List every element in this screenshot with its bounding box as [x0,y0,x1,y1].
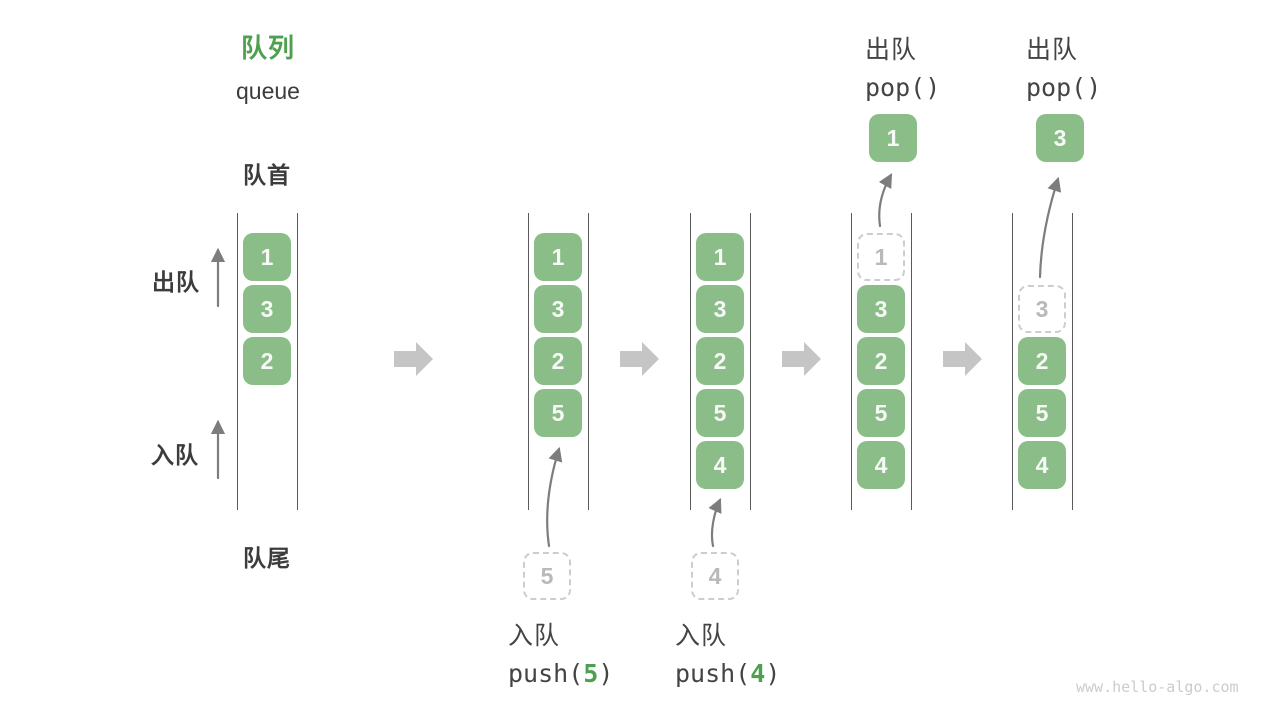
queue-rear-label: 队尾 [243,545,291,571]
queue-cell: 4 [857,441,905,489]
queue-cell: 3 [857,285,905,333]
queue-cell: 1 [696,233,744,281]
op-code: push(4) [675,659,781,688]
op-push-4: 入队 push(4) [675,616,780,688]
op-action-label: 出队 [865,36,918,64]
op-action-label: 入队 [675,622,728,650]
queue-cell: 2 [857,337,905,385]
queue-state-5: 3 2 5 4 [1012,213,1073,510]
transition-arrow-1 [394,342,433,376]
queue-state-3: 1 3 2 5 4 [690,213,751,510]
queue-cell: 5 [696,389,744,437]
queue-front-label: 队首 [243,162,291,188]
enqueue-label: 入队 [151,442,199,468]
queue-cell: 3 [534,285,582,333]
transition-arrow-3 [782,342,821,376]
op-code: push(5) [508,659,614,688]
queue-state-1: 1 3 2 [237,213,298,510]
op-pop-1: 出队 pop() [865,30,940,102]
queue-cell: 4 [1018,441,1066,489]
op-code-arg: 5 [583,659,599,688]
queue-state-4: 1 3 2 5 4 [851,213,912,510]
popped-box-1: 1 [869,114,917,162]
diagram-title-en: queue [236,78,300,104]
queue-state-2: 1 3 2 5 [528,213,589,510]
pending-enqueue-box-5: 5 [523,552,571,600]
op-code-arg: 4 [750,659,766,688]
watermark: www.hello-algo.com [1076,678,1239,696]
queue-cell: 1 [534,233,582,281]
diagram-title: 队列 queue [212,28,324,105]
queue-cell: 4 [696,441,744,489]
queue-cell: 5 [534,389,582,437]
op-pop-2: 出队 pop() [1026,30,1101,102]
queue-cell: 3 [243,285,291,333]
op-action-label: 入队 [508,622,561,650]
op-code: pop() [865,73,941,102]
diagram-title-zh: 队列 [240,33,295,63]
queue-cell: 5 [1018,389,1066,437]
queue-cell: 2 [1018,337,1066,385]
queue-cell: 2 [534,337,582,385]
transition-arrow-4 [943,342,982,376]
queue-cell-removed: 3 [1018,285,1066,333]
queue-cell: 2 [696,337,744,385]
queue-cell: 3 [696,285,744,333]
op-action-label: 出队 [1026,36,1079,64]
op-push-5: 入队 push(5) [508,616,613,688]
queue-cell-removed: 1 [857,233,905,281]
op-code: pop() [1026,73,1102,102]
popped-box-3: 3 [1036,114,1084,162]
dequeue-label: 出队 [152,269,200,295]
queue-cell: 1 [243,233,291,281]
queue-cell: 5 [857,389,905,437]
pending-enqueue-box-4: 4 [691,552,739,600]
queue-cell: 2 [243,337,291,385]
transition-arrow-2 [620,342,659,376]
